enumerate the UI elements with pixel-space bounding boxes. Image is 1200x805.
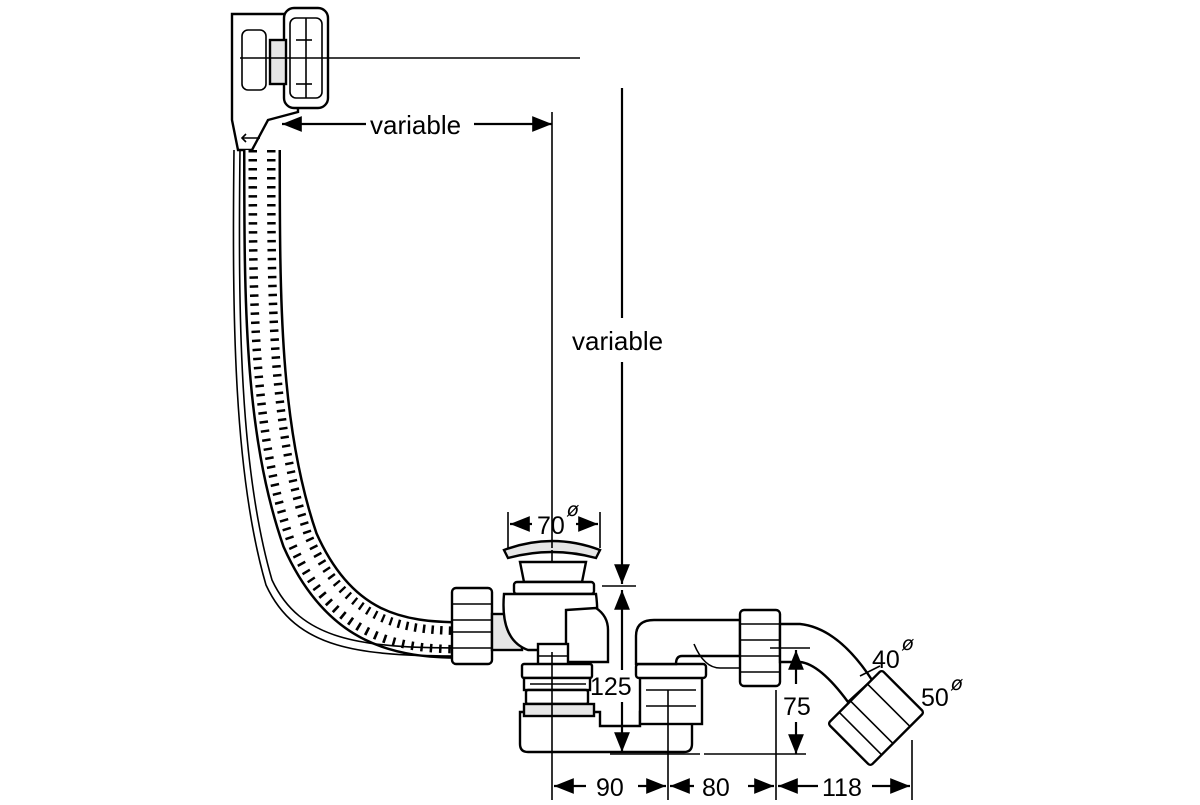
height-125-label: 125 — [590, 673, 632, 701]
trap — [518, 662, 708, 754]
dimension-lines — [282, 88, 913, 800]
outlet-50-label: 50 — [921, 684, 949, 712]
length-90-label: 90 — [596, 774, 624, 800]
drain-valve — [502, 539, 610, 670]
drain-diameter-symbol: ø — [566, 499, 579, 521]
outlet-40-symbol: ø — [901, 633, 914, 655]
outlet-40-label: 40 — [872, 646, 900, 674]
outlet-50-symbol: ø — [950, 673, 963, 695]
hose-connector-nut — [450, 586, 524, 666]
length-80-label: 80 — [702, 774, 730, 800]
overflow-head — [230, 6, 330, 152]
variable-vertical-label: variable — [572, 326, 663, 356]
corrugated-hose — [232, 149, 463, 659]
drain-diameter-label: 70 — [537, 512, 565, 540]
length-118-label: 118 — [822, 774, 862, 800]
variable-horizontal-label: variable — [370, 110, 461, 140]
height-75-label: 75 — [783, 693, 811, 721]
outlet-pipe — [634, 608, 925, 767]
